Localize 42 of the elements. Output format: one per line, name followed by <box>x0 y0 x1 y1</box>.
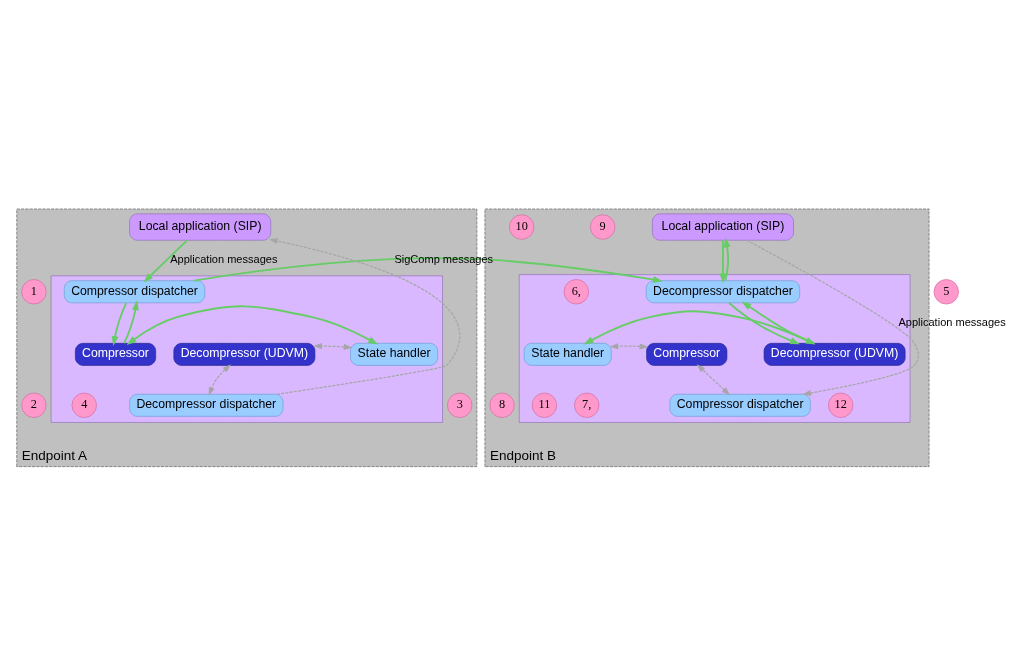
arrow <box>143 238 188 283</box>
arrow <box>126 304 379 345</box>
node-box: Local application (SIP) <box>129 213 272 241</box>
node-box: State handler <box>350 342 438 366</box>
arrow <box>208 363 232 396</box>
cluster <box>50 275 443 423</box>
node-circle: 11 <box>531 392 557 418</box>
node-box: Decompressor (UDVM) <box>763 342 906 366</box>
arrow <box>123 299 139 344</box>
node-circle: 9 <box>590 213 616 240</box>
arrow <box>609 342 649 349</box>
node-circle: 4 <box>71 392 97 418</box>
arrow <box>111 301 128 346</box>
node-box: Compressor dispatcher <box>669 393 811 417</box>
arrow <box>313 342 353 350</box>
edge-label: Application messages <box>898 315 1006 328</box>
node-circle: 5 <box>933 278 959 304</box>
node-box: Local application (SIP) <box>652 213 794 241</box>
node-circle: 6, <box>563 278 589 304</box>
node-box: Decompressor dispatcher <box>645 279 800 303</box>
edge-label: SigComp messages <box>394 252 494 265</box>
node-box: Compressor dispatcher <box>64 279 206 303</box>
node-circle: 12 <box>828 392 854 418</box>
arrow <box>719 239 727 283</box>
node-box: Decompressor dispatcher <box>129 393 284 417</box>
node-box: State handler <box>523 342 612 366</box>
node-box: Compressor <box>646 342 728 366</box>
node-box: Compressor <box>75 342 156 366</box>
arrow <box>696 363 731 395</box>
node-circle: 7, <box>574 392 600 418</box>
arrow <box>193 256 663 283</box>
node-circle: 10 <box>509 213 535 240</box>
node-circle: 2 <box>21 392 47 418</box>
arrow <box>728 301 800 344</box>
node-circle: 1 <box>21 278 47 304</box>
edge-label: Application messages <box>170 252 278 265</box>
node-box: Decompressor (UDVM) <box>173 342 316 366</box>
arrow <box>746 239 920 396</box>
arrow <box>723 237 731 282</box>
arrow <box>269 237 461 395</box>
node-circle: 3 <box>447 392 473 418</box>
node-circle: 8 <box>489 392 515 418</box>
